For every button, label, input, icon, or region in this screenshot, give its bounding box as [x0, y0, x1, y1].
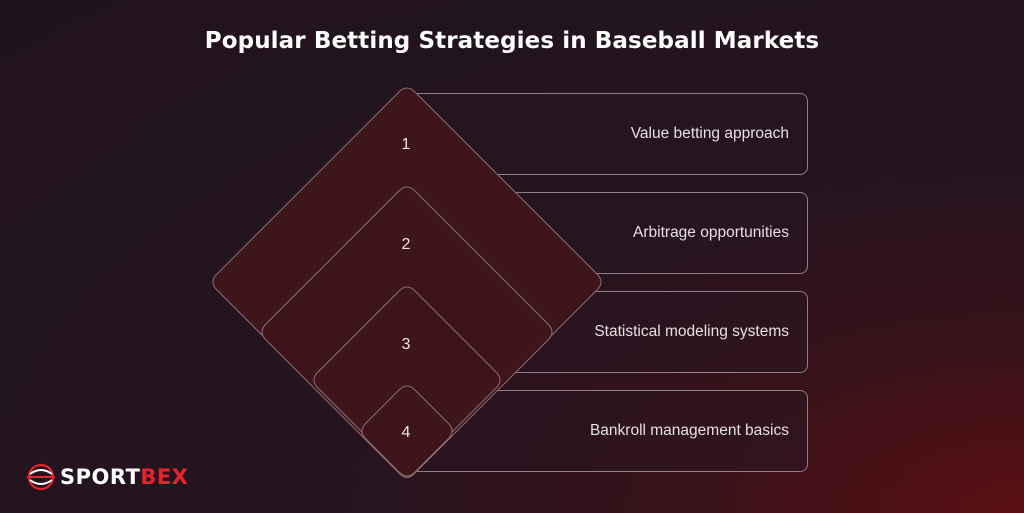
sportbex-logo: SPORTBEX: [26, 462, 188, 492]
page-title: Popular Betting Strategies in Baseball M…: [204, 28, 820, 54]
strategy-label-3: Statistical modeling systems: [594, 323, 789, 340]
diamond-number-3: 3: [402, 336, 411, 353]
strategy-label-4: Bankroll management basics: [589, 422, 789, 439]
logo-text-accent: BEX: [140, 465, 189, 489]
diamond-number-1: 1: [402, 136, 411, 153]
strategy-label-1: Value betting approach: [630, 125, 789, 142]
diamond-4: [361, 385, 453, 477]
diamond-number-4: 4: [402, 424, 411, 441]
logo-text: SPORTBEX: [60, 465, 188, 489]
strategy-label-2: Arbitrage opportunities: [633, 224, 789, 241]
logo-text-main: SPORT: [60, 465, 141, 489]
ball-icon: [27, 463, 55, 491]
diamond-number-2: 2: [402, 236, 411, 253]
